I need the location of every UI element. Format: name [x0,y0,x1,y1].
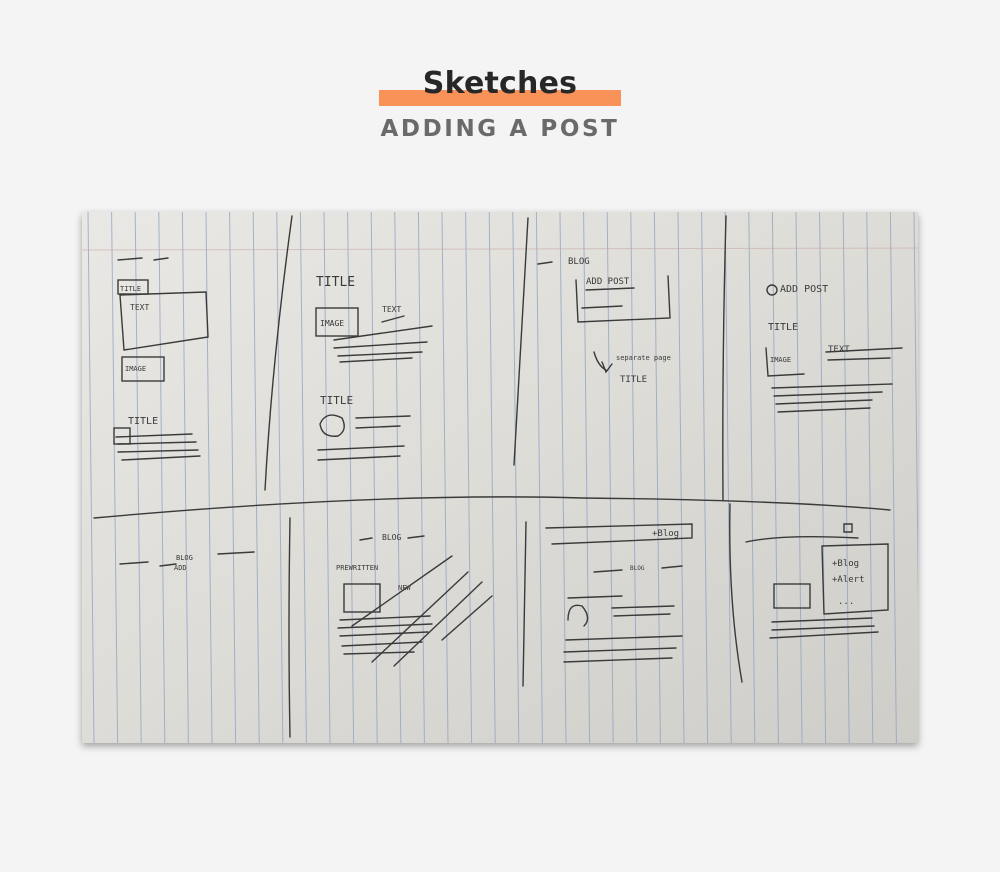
rule-line [677,212,685,743]
notebook-paper: TITLE TEXT IMAGE TITLE TITLE IMAGE TEXT … [82,212,918,743]
title-highlight-bar [379,90,621,106]
rule-line [630,212,638,743]
sketch-label: BLOG [382,533,401,542]
rule-line [653,212,661,743]
sketch-label: separate page [616,354,671,362]
rule-line [535,212,543,743]
sketch-label: TITLE [768,322,798,333]
sketch-label: +Alert [832,575,865,585]
rule-line [512,212,520,743]
rule-line [394,212,402,743]
rule-line [606,212,614,743]
paper-margin-line [82,247,918,251]
sketch-label: +Blog [652,529,679,539]
sketch-label: IMAGE [320,319,344,328]
sketch-label: BLOG [176,554,193,562]
rule-line [370,212,378,743]
sketch-label: TITLE [620,375,647,385]
rule-line [299,212,307,743]
rule-line [111,212,119,743]
rule-line [559,212,567,743]
rule-line [323,212,331,743]
sketch-photo: TITLE TEXT IMAGE TITLE TITLE IMAGE TEXT … [82,212,918,743]
sketch-label: IMAGE [770,356,791,364]
rule-line [252,212,260,743]
page-subtitle: ADDING A POST [380,116,620,142]
sketch-label: TITLE [320,394,353,407]
sketch-label: BLOG [568,257,590,267]
sketch-label: TITLE [128,416,158,427]
sketch-label: TEXT [382,305,401,314]
sketch-label: TEXT [130,303,149,312]
sketch-label: BLOG [630,565,645,572]
rule-line [465,212,473,743]
paper-background [82,212,918,743]
rule-line [417,212,425,743]
rule-line [701,212,709,743]
rule-line [276,212,284,743]
rule-line [158,212,166,743]
rule-line [724,212,732,743]
sketch-label: ADD POST [780,284,828,295]
sketch-label: NEW [398,584,411,592]
sketch-label: +Blog [832,559,859,569]
sketch-label: IMAGE [125,365,146,373]
sketch-label: ADD [174,564,187,572]
rule-line [842,212,850,743]
sketch-label: TITLE [120,285,141,293]
rule-line [866,212,874,743]
rule-line [913,212,918,611]
sketch-label: PREWRITTEN [336,564,378,572]
sketch-label: ... [838,597,854,607]
rule-line [488,212,496,743]
rule-line [583,212,591,743]
sketch-label: TITLE [316,275,355,290]
rule-line [134,212,142,743]
header: Sketches [0,58,1000,115]
rule-line [795,212,803,743]
page-title: Sketches [422,66,578,101]
sketch-label: TEXT [828,345,850,355]
rule-line [441,212,449,743]
rule-line [181,212,189,743]
pencil-strokes [93,215,903,738]
sketch-label: ADD POST [586,277,630,287]
sketch-handwriting: TITLE TEXT IMAGE TITLE TITLE IMAGE TEXT … [120,257,865,607]
rule-line [819,212,827,743]
rule-line [229,212,237,743]
rule-line [748,212,756,743]
rule-line [87,212,95,743]
rule-line [347,212,355,743]
title-block: Sketches [379,58,621,110]
paper-rule-lines [87,212,918,743]
rule-line [889,212,897,743]
rule-line [771,212,779,743]
